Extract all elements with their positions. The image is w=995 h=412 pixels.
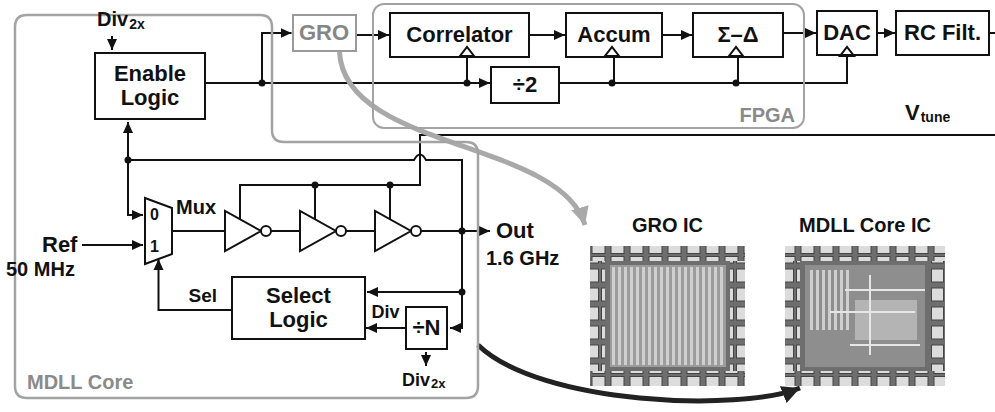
die-photo xyxy=(785,246,945,386)
signal-name: V xyxy=(905,100,920,125)
edge-label: Div xyxy=(369,302,401,323)
box-label: RC Filt. xyxy=(904,21,981,45)
signal-arrow xyxy=(340,52,586,225)
photo-heading: GRO IC xyxy=(585,212,750,238)
box-label: Enable Logic xyxy=(100,62,200,110)
box-label: Accum xyxy=(577,23,650,47)
signal-arrow xyxy=(530,34,565,36)
process-box: Enable Logic xyxy=(94,52,206,120)
box-label: Σ–Δ xyxy=(717,23,758,47)
signal-subscript: tune xyxy=(921,109,951,125)
signal-arrow xyxy=(663,34,692,36)
frequency-label: 1.6 GHz xyxy=(486,247,559,270)
process-box: DAC xyxy=(816,10,878,56)
signal-subscript: 2x xyxy=(431,377,445,392)
box-label: ÷N xyxy=(413,316,441,340)
edge-label: Sel xyxy=(186,285,219,307)
chip-photo: GRO IC xyxy=(585,212,750,388)
signal-arrow xyxy=(878,32,895,34)
region-label: FPGA xyxy=(739,104,795,127)
mux-input-number: 0 xyxy=(150,207,159,223)
process-box: Accum xyxy=(565,12,663,58)
mux-label: Mux xyxy=(176,196,216,219)
region-outline: FPGA Correlator Accum Σ–Δ ÷2 xyxy=(372,3,805,129)
signal-name: Out xyxy=(496,218,534,243)
signal-arrow xyxy=(366,327,405,329)
signal-name: Div xyxy=(402,370,430,391)
region-outline-shape xyxy=(15,15,478,399)
process-box: Select Logic xyxy=(231,276,366,340)
signal-subscript: 2x xyxy=(129,16,145,32)
box-label: GRO xyxy=(299,21,349,45)
signal-arrow xyxy=(206,33,292,83)
process-box: Σ–Δ xyxy=(692,12,784,58)
mux-symbol: Mux01 xyxy=(145,198,172,264)
signal-arrow xyxy=(478,345,800,401)
box-label: Correlator xyxy=(406,23,512,47)
photo-heading: MDLL Core IC xyxy=(780,212,950,238)
signal-arrow xyxy=(560,58,614,83)
mux-input-number: 1 xyxy=(150,239,159,255)
process-box: GRO xyxy=(292,14,357,52)
signal-arrow xyxy=(159,259,232,310)
box-label: ÷2 xyxy=(513,73,537,97)
signal-name: Div xyxy=(97,8,128,31)
region-outline-path xyxy=(15,15,478,398)
region-label: MDLL Core xyxy=(27,371,133,394)
box-label: Select Logic xyxy=(237,284,360,332)
signal-name: Ref xyxy=(42,232,77,257)
frequency-label: 50 MHz xyxy=(6,258,75,281)
die-photo xyxy=(590,246,745,386)
mux-outline xyxy=(145,198,172,264)
signal-arrow xyxy=(206,58,467,83)
divider-box: ÷2 xyxy=(490,66,560,104)
chip-photo: MDLL Core IC xyxy=(780,212,950,388)
box-label: DAC xyxy=(823,21,871,45)
region-outline: MDLL Core Enable LogicMux 0 1Select Logic ÷N xyxy=(15,15,478,399)
signal-arrow xyxy=(560,58,738,83)
process-box: RC Filt. xyxy=(895,10,990,56)
process-box: Correlator xyxy=(389,12,530,58)
divider-box: ÷N xyxy=(405,306,448,350)
signal-arrow xyxy=(784,32,816,34)
